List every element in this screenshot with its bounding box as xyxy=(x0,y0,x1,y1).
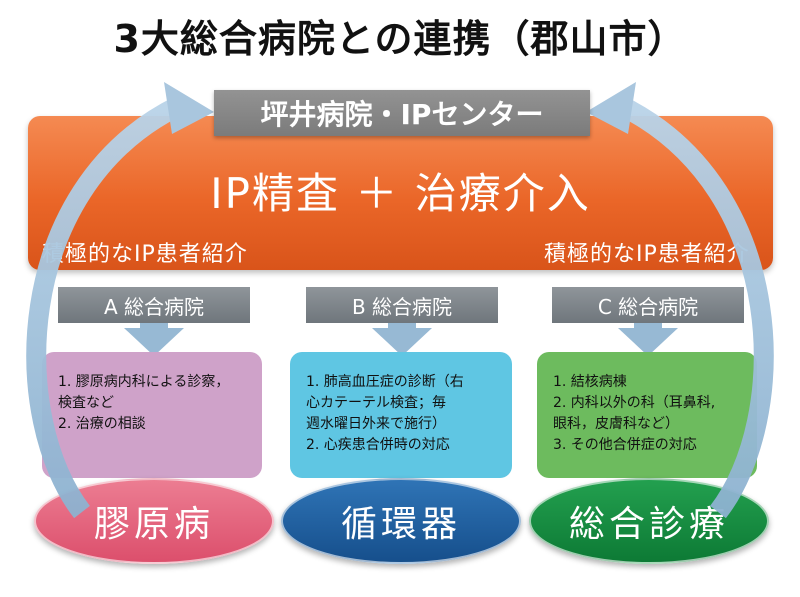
arrow-down-c-stem xyxy=(634,323,662,331)
center-label: 坪井病院・IPセンター xyxy=(214,90,590,136)
ip-center-panel xyxy=(28,116,773,270)
arrow-down-a-icon xyxy=(124,328,184,356)
hospital-a-label: A 総合病院 xyxy=(58,287,250,323)
hospital-a-details: 1. 膠原病内科による診察， 検査など 2. 治療の相談 xyxy=(42,352,262,478)
detail-item: 2. 治療の相談 xyxy=(58,416,146,432)
arrow-down-b-stem xyxy=(388,323,416,331)
arrowhead-right-icon xyxy=(586,82,636,134)
referral-label-left: 積極的なIP患者紹介 xyxy=(42,242,248,267)
detail-item: 1. 膠原病内科による診察， 検査など xyxy=(58,374,230,411)
detail-item: 1. 肺高血圧症の診断（右 心カテーテル検査；毎 週水曜日外来で施行） xyxy=(306,374,464,432)
detail-item: 1. 結核病棟 xyxy=(553,374,627,390)
arrow-down-b-icon xyxy=(372,328,432,356)
arrow-down-a-stem xyxy=(140,323,168,331)
arrowhead-left-icon xyxy=(164,82,214,134)
return-arrow-left xyxy=(26,97,183,519)
specialty-general: 総合診療 xyxy=(529,478,769,564)
hospital-b-details: 1. 肺高血圧症の診断（右 心カテーテル検査；毎 週水曜日外来で施行） 2. 心… xyxy=(290,352,512,478)
hospital-b-label: B 総合病院 xyxy=(306,287,498,323)
hospital-c-label: C 総合病院 xyxy=(552,287,744,323)
arrow-down-c-icon xyxy=(618,328,678,356)
return-arrow-right xyxy=(617,97,774,519)
page-title: 3大総合病院との連携（郡山市） xyxy=(113,17,687,61)
specialty-cardio: 循環器 xyxy=(281,478,521,564)
hospital-c-details: 1. 結核病棟 2. 内科以外の科（耳鼻科, 眼科，皮膚科など） 3. その他合… xyxy=(537,352,757,478)
detail-item: 2. 心疾患合併時の対応 xyxy=(306,437,450,453)
detail-item: 3. その他合併症の対応 xyxy=(553,437,697,453)
detail-item: 2. 内科以外の科（耳鼻科, 眼科，皮膚科など） xyxy=(553,395,716,432)
main-text: IP精査 ＋ 治療介入 xyxy=(210,169,591,218)
referral-label-right: 積極的なIP患者紹介 xyxy=(544,242,750,267)
